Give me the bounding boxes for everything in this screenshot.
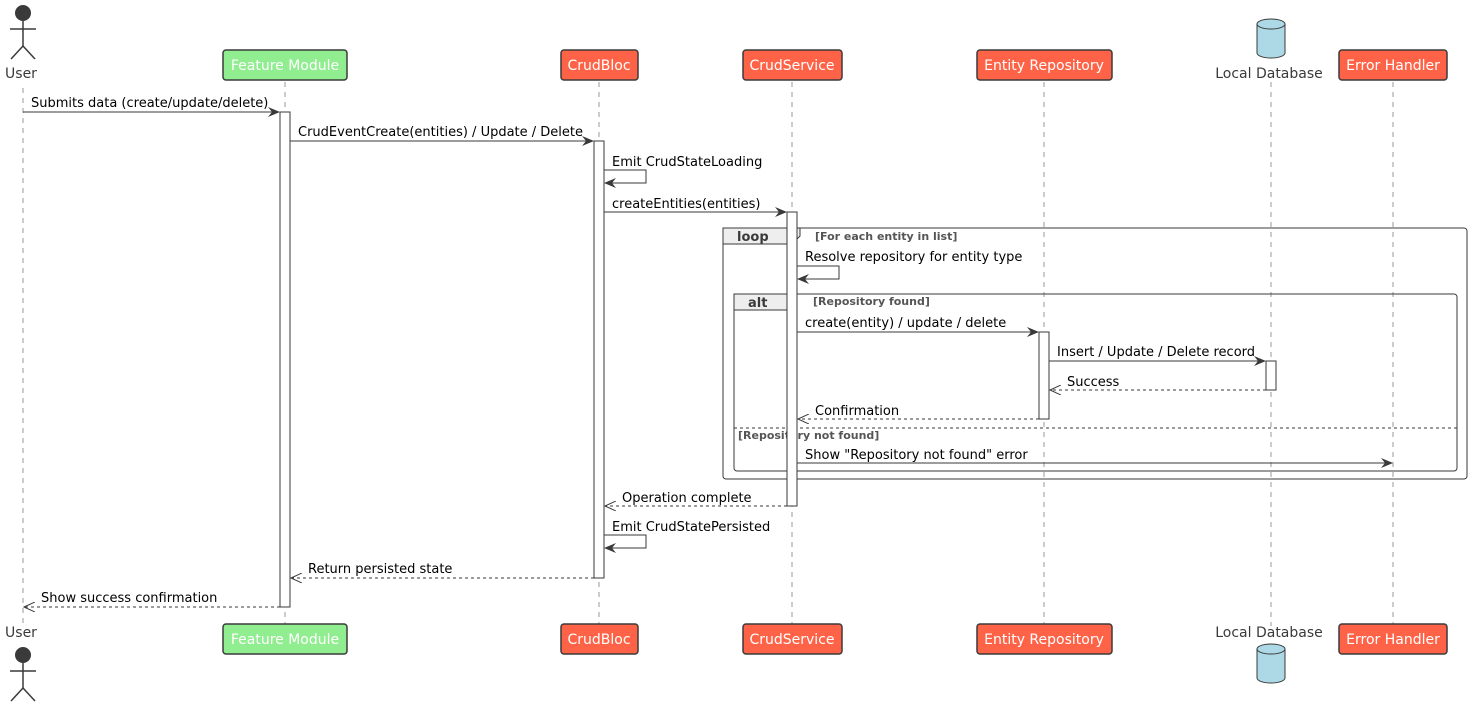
- participant-label: Error Handler: [1346, 632, 1440, 648]
- message-show-success: Show success confirmation: [24, 591, 280, 607]
- message-label: CrudEventCreate(entities) / Update / Del…: [298, 125, 583, 140]
- database-icon: [1256, 643, 1286, 684]
- message-label: Return persisted state: [308, 562, 452, 577]
- message-show-error: Show "Repository not found" error: [797, 448, 1393, 468]
- actor-user-top: User: [5, 5, 37, 82]
- participant-crudbloc-top: CrudBloc: [560, 49, 639, 81]
- message-label: Submits data (create/update/delete): [31, 96, 268, 111]
- participant-label: CrudBloc: [567, 632, 630, 648]
- participant-entity-repository-top: Entity Repository: [976, 49, 1113, 81]
- participant-label: Feature Module: [231, 58, 339, 74]
- activation-crudbloc: [593, 140, 605, 579]
- message-label: Emit CrudStateLoading: [612, 155, 762, 170]
- participant-label: CrudService: [749, 58, 834, 74]
- alt-fragment: alt [Repository found] [Repository not f…: [733, 293, 1458, 472]
- activation-feature-module: [279, 111, 291, 608]
- message-emit-persisted: Emit CrudStatePersisted: [604, 520, 770, 553]
- participant-error-handler-bottom: Error Handler: [1338, 623, 1448, 655]
- participant-local-database-bottom: Local Database: [1215, 625, 1323, 684]
- message-success: Success: [1050, 375, 1266, 390]
- message-label: Success: [1067, 375, 1120, 390]
- message-label: Show success confirmation: [41, 591, 217, 606]
- actor-label: User: [5, 66, 37, 82]
- participant-label: Feature Module: [231, 632, 339, 648]
- user-actor-icon: [10, 647, 36, 702]
- alt-keyword: alt: [748, 296, 767, 311]
- message-label: Operation complete: [622, 491, 752, 506]
- participant-crudservice-top: CrudService: [742, 49, 843, 81]
- participant-entity-repository-bottom: Entity Repository: [976, 623, 1113, 655]
- message-create-entity: create(entity) / update / delete: [797, 316, 1039, 337]
- participant-label: Error Handler: [1346, 58, 1440, 74]
- database-icon: [1256, 18, 1286, 59]
- participant-error-handler-top: Error Handler: [1338, 49, 1448, 81]
- participant-label: CrudService: [749, 632, 834, 648]
- message-resolve-repository: Resolve repository for entity type: [797, 250, 1022, 284]
- participant-label: CrudBloc: [567, 58, 630, 74]
- participant-crudbloc-bottom: CrudBloc: [560, 623, 639, 655]
- activation-crudservice: [786, 211, 798, 507]
- message-label: createEntities(entities): [612, 197, 760, 212]
- participant-feature-module-bottom: Feature Module: [222, 623, 348, 655]
- message-operation-complete: Operation complete: [605, 491, 787, 506]
- message-label: Emit CrudStatePersisted: [612, 520, 770, 535]
- message-label: create(entity) / update / delete: [805, 316, 1006, 331]
- message-confirmation: Confirmation: [798, 404, 1039, 419]
- message-return-persisted: Return persisted state: [291, 562, 594, 578]
- loop-guard: [For each entity in list]: [815, 230, 957, 243]
- activation-local-database: [1265, 360, 1277, 391]
- message-create-entities: createEntities(entities): [604, 197, 787, 217]
- participant-label: Entity Repository: [984, 58, 1104, 74]
- message-submits-data: Submits data (create/update/delete): [23, 96, 280, 117]
- participant-label: Local Database: [1215, 625, 1323, 641]
- message-insert-record: Insert / Update / Delete record: [1049, 345, 1266, 366]
- message-emit-loading: Emit CrudStateLoading: [604, 155, 762, 188]
- loop-keyword: loop: [737, 230, 769, 245]
- participant-label: Local Database: [1215, 66, 1323, 82]
- alt-guard: [Repository found]: [813, 295, 930, 308]
- activation-entity-repository: [1038, 331, 1050, 420]
- message-crud-event: CrudEventCreate(entities) / Update / Del…: [290, 125, 594, 146]
- participant-feature-module-top: Feature Module: [222, 49, 348, 81]
- participant-local-database-top: Local Database: [1215, 18, 1323, 82]
- participant-label: Entity Repository: [984, 632, 1104, 648]
- participant-crudservice-bottom: CrudService: [742, 623, 843, 655]
- user-actor-icon: [10, 5, 36, 60]
- actor-label: User: [5, 625, 37, 641]
- message-label: Resolve repository for entity type: [805, 250, 1022, 265]
- message-label: Show "Repository not found" error: [805, 448, 1028, 463]
- alt-else-guard: [Repository not found]: [738, 429, 879, 442]
- message-label: Insert / Update / Delete record: [1057, 345, 1255, 360]
- actor-user-bottom: User: [5, 625, 37, 702]
- message-label: Confirmation: [815, 404, 899, 419]
- loop-fragment: loop [For each entity in list]: [722, 227, 1468, 480]
